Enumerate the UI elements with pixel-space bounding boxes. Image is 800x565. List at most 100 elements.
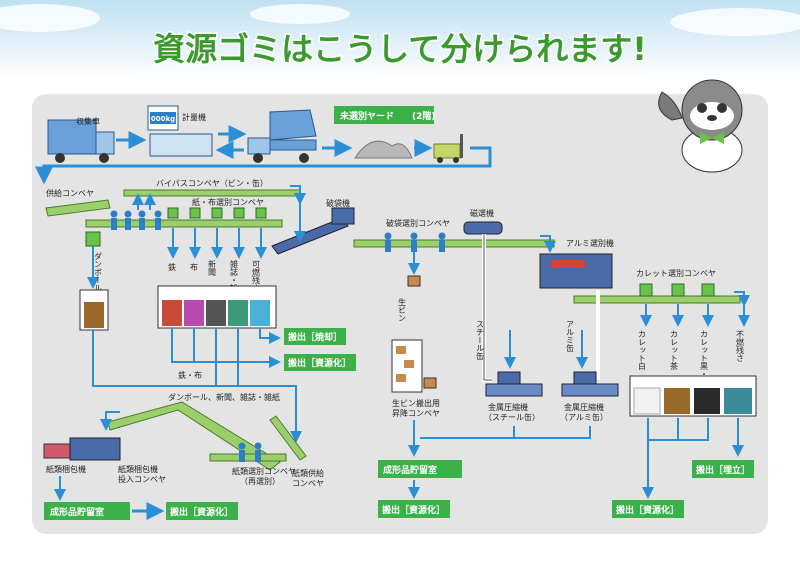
yard-label: 未選別ヤード [339, 110, 394, 122]
truck-icon [47, 119, 115, 163]
cullet-brown-label: カレット茶 [670, 330, 679, 370]
out-recycle-tag-1 [284, 354, 356, 371]
paper-resort-conveyor [209, 453, 287, 462]
cardboard-bin-fill [84, 302, 104, 328]
iron-cloth-label: 鉄・布 [178, 370, 202, 380]
storage-label-2: 成形品貯留室 [383, 464, 437, 476]
arrow [171, 328, 281, 368]
chute-icon [85, 231, 101, 247]
waste-pile-icon [354, 140, 413, 159]
steel-press-label-1: 金属圧縮機 [488, 402, 528, 412]
worker-icons [384, 232, 446, 252]
bottle-lift-conveyor [391, 339, 437, 393]
burnable-label: 可燃残さ [252, 260, 261, 292]
arrow-line [514, 426, 591, 439]
tanuki-mascot-icon [658, 79, 743, 173]
storage-tag-2 [378, 460, 462, 478]
cardboard-label: ダンボール [94, 251, 103, 292]
out-recycle-label-3: 搬出［資源化］ [382, 504, 445, 516]
cullet-conveyor-label: カレット選別コンベヤ [636, 268, 716, 278]
paper-supply-label-1: 紙類供給 [292, 468, 324, 478]
baler-label: 紙類梱包機 [46, 464, 86, 474]
sky-background [0, 0, 800, 80]
arrow-line [678, 418, 709, 441]
cloud [670, 8, 800, 36]
supply-conveyor [45, 199, 111, 217]
arrow [540, 235, 556, 253]
cullet-black-label: カレット黒・青 [700, 330, 709, 387]
newspaper-label: 新聞 [208, 259, 217, 277]
bag-breaker-conveyor [271, 217, 349, 255]
steel-press-icon [485, 371, 543, 397]
arrow [100, 411, 120, 431]
scale-icon [147, 105, 213, 157]
scale-label: 計量機 [182, 112, 206, 122]
page-title: 資源ゴミはこうして分けられます! [153, 30, 647, 68]
out-recycle-label-4: 搬出［資源化］ [616, 504, 679, 516]
bypass-conveyor [123, 189, 301, 197]
scale-display: 000kg [151, 115, 175, 123]
bin-cullet-white [633, 387, 661, 415]
paper-conveyor [85, 219, 283, 228]
magnet-label: 磁選機 [470, 208, 494, 218]
dump-truck-icon [247, 109, 317, 163]
storage-tag-1 [44, 502, 130, 520]
alum-sorter-icon [539, 253, 613, 289]
bag-conveyor-label: 破袋選別コンベヤ [386, 218, 450, 228]
paper-resort-label-2: （再選別） [240, 476, 280, 486]
iron-label: 鉄 [168, 262, 176, 272]
alum-sorter-label: アルミ選別機 [566, 238, 614, 248]
worker-icons [238, 442, 262, 462]
chute-icons [639, 283, 715, 297]
steel-can-label: スチール缶 [476, 320, 485, 360]
bin-cullet-brown [664, 388, 690, 414]
bag-breaker-icon [331, 207, 355, 225]
storage-label-1: 成形品貯留室 [50, 506, 104, 518]
noncombustible-label: 不燃残さ [736, 330, 745, 362]
raw-bottle-label: 生ビン [398, 297, 407, 322]
cloth-label: 布 [190, 262, 198, 272]
supply-conveyor-label: 供給コンベヤ [46, 188, 94, 198]
alum-press-label-2: （アルミ缶） [560, 412, 608, 422]
bin-cloth [184, 300, 204, 326]
truck-label: 収集車 [76, 116, 100, 126]
bin-iron [162, 300, 182, 326]
arrow [259, 328, 281, 344]
cullet-white-label: カレット白 [638, 330, 647, 371]
alum-sorter-magnet [550, 260, 586, 268]
out-landfill-tag [692, 460, 754, 478]
out-landfill-label: 搬出［埋立］ [696, 464, 750, 476]
paper-conveyor-label: 紙・布選別コンベヤ [192, 197, 264, 207]
bin-newspaper [206, 300, 226, 326]
baler-output-icon [43, 443, 71, 459]
out-recycle-label-1: 搬出［資源化］ [288, 357, 351, 369]
arrow [290, 185, 306, 205]
out-recycle-tag-4 [612, 500, 684, 518]
arrow [734, 291, 750, 307]
baler-icon [69, 437, 121, 461]
alum-press-label-1: 金属圧縮機 [564, 402, 604, 412]
paper-supply-label-2: コンベヤ [292, 479, 324, 488]
baler-in-label-1: 紙類梱包機 [118, 464, 158, 474]
out-incinerate-label: 搬出［焼却］ [288, 331, 342, 343]
bin-cullet-black [694, 388, 720, 414]
yard-floor-label: (2階) [412, 110, 436, 122]
steel-chute-outline [483, 234, 492, 381]
bin-burnable [250, 300, 270, 326]
arrow [35, 146, 492, 185]
chute-icons [167, 207, 267, 219]
bypass-conveyor-label: バイパスコンベヤ（ビン・缶） [156, 178, 268, 188]
magnet-icon [463, 221, 503, 235]
yard-tag [334, 106, 434, 124]
alum-can-label: アルミ缶 [566, 320, 575, 352]
cloud [250, 4, 350, 24]
arrow [92, 330, 302, 443]
paper-mix-label: ダンボール、新聞、雑誌・雑紙 [168, 392, 280, 402]
baler-in-label-2: 投入コンベヤ [118, 474, 166, 484]
out-incinerate-tag [284, 328, 346, 345]
chute-icon [407, 275, 421, 287]
paper-resort-label-1: 紙類選別コンベヤ [232, 466, 296, 476]
bottle-conveyor-label-1: 生ビン搬出用 [392, 398, 440, 408]
